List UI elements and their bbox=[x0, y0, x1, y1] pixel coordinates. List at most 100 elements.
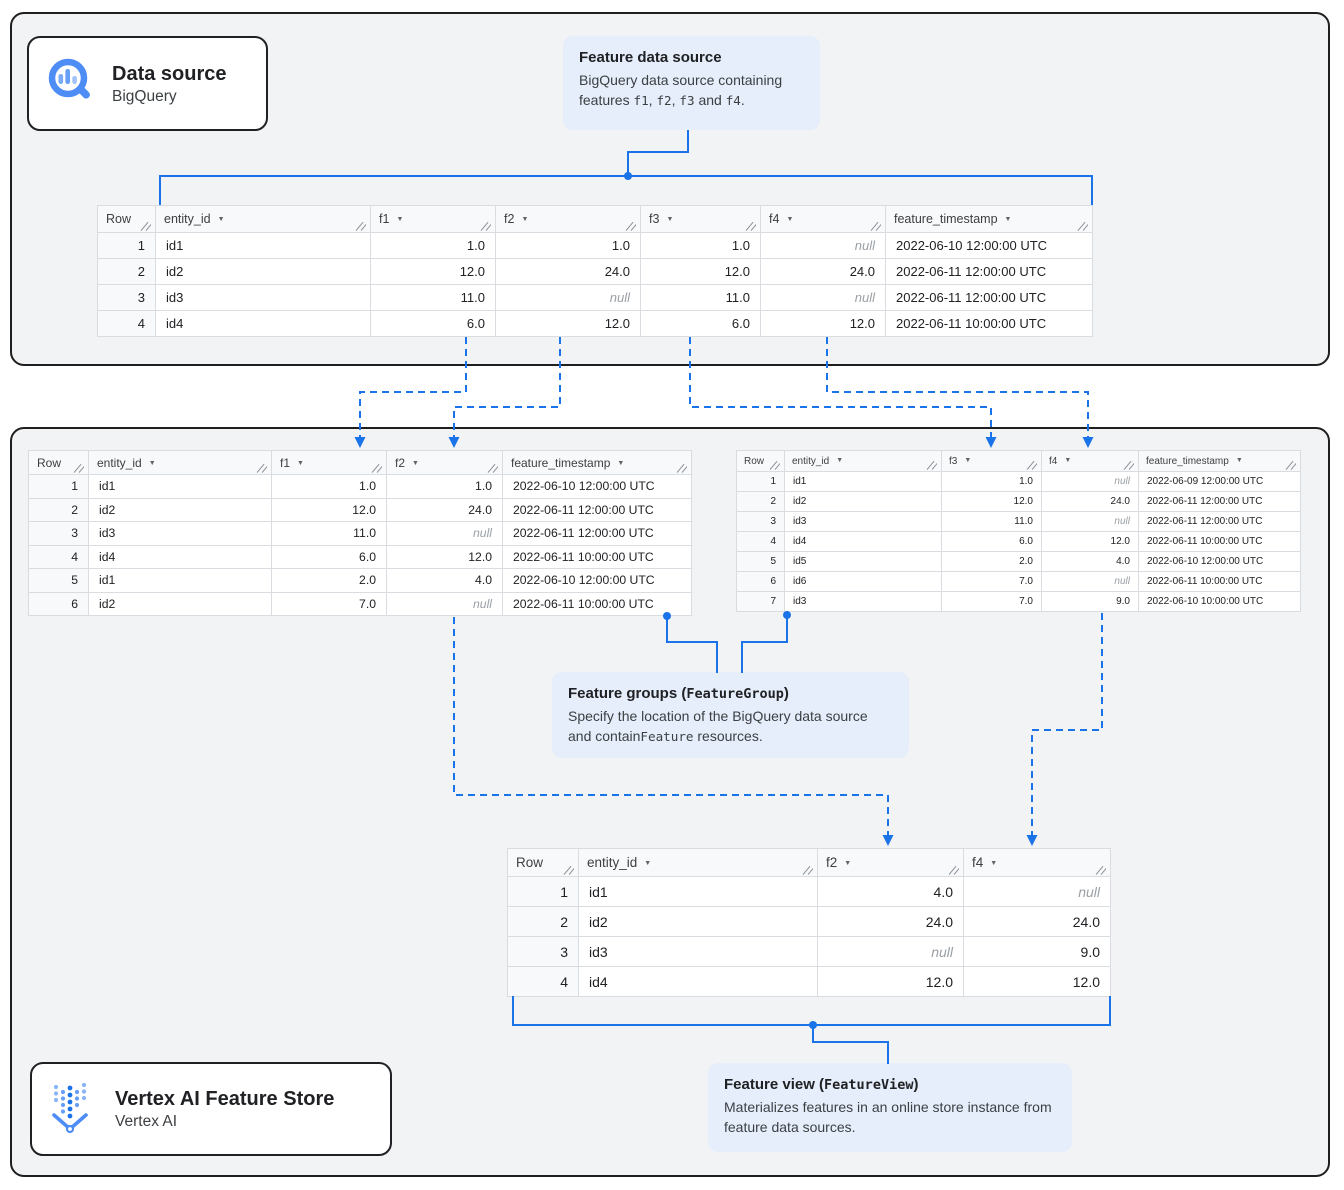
cell: 24.0 bbox=[495, 258, 641, 285]
resize-handle-icon bbox=[1026, 460, 1037, 470]
cell: 1 bbox=[28, 474, 89, 499]
cell: null bbox=[1041, 471, 1139, 492]
cell: id1 bbox=[155, 232, 371, 259]
cell: id4 bbox=[88, 544, 272, 569]
cell: id2 bbox=[784, 491, 942, 512]
cell: 2.0 bbox=[271, 568, 387, 593]
cell: id3 bbox=[784, 511, 942, 532]
cell: id2 bbox=[155, 258, 371, 285]
cell: id5 bbox=[784, 551, 942, 572]
cell: null bbox=[760, 284, 886, 311]
column-header-f1: f1▼ bbox=[370, 205, 496, 233]
cell: 2022-06-11 10:00:00 UTC bbox=[885, 310, 1093, 337]
bigquery-icon bbox=[45, 55, 97, 112]
cell: 4 bbox=[736, 531, 785, 552]
cell: 2022-06-10 12:00:00 UTC bbox=[502, 568, 692, 593]
resize-handle-icon bbox=[1095, 865, 1106, 875]
column-header-Row: Row bbox=[28, 450, 89, 475]
cell: 6.0 bbox=[941, 531, 1042, 552]
cell: 4.0 bbox=[1041, 551, 1139, 572]
callout-body: Specify the location of the BigQuery dat… bbox=[568, 708, 868, 744]
cell: 2 bbox=[736, 491, 785, 512]
callout-title: Feature data source bbox=[579, 49, 722, 66]
cell: id2 bbox=[88, 591, 272, 616]
cell: id1 bbox=[88, 474, 272, 499]
cell: 2022-06-11 10:00:00 UTC bbox=[502, 544, 692, 569]
cell: 24.0 bbox=[963, 906, 1111, 937]
column-header-f4: f4▼ bbox=[760, 205, 886, 233]
cell: 2022-06-10 10:00:00 UTC bbox=[1138, 591, 1301, 612]
sort-dropdown-icon: ▼ bbox=[964, 456, 972, 464]
callout-body: BigQuery data source containing features… bbox=[579, 72, 783, 108]
cell: 1.0 bbox=[271, 474, 387, 499]
cell: 2022-06-09 12:00:00 UTC bbox=[1138, 471, 1301, 492]
sort-dropdown-icon: ▼ bbox=[990, 860, 998, 867]
cell: 12.0 bbox=[386, 544, 503, 569]
resize-handle-icon bbox=[625, 221, 636, 231]
column-header-f2: f2▼ bbox=[386, 450, 503, 475]
cell: 24.0 bbox=[386, 497, 503, 522]
sort-dropdown-icon: ▼ bbox=[217, 216, 225, 223]
column-header-f2: f2▼ bbox=[817, 848, 964, 877]
cell: 1.0 bbox=[640, 232, 761, 259]
cell: 11.0 bbox=[640, 284, 761, 311]
cell: null bbox=[1041, 511, 1139, 532]
column-header-feature_timestamp: feature_timestamp▼ bbox=[1138, 450, 1301, 472]
resize-handle-icon bbox=[140, 221, 151, 231]
cell: 12.0 bbox=[963, 966, 1111, 997]
vertex-ai-icon bbox=[48, 1079, 100, 1140]
cell: 2.0 bbox=[941, 551, 1042, 572]
column-header-f4: f4▼ bbox=[963, 848, 1111, 877]
sort-dropdown-icon: ▼ bbox=[412, 459, 419, 467]
cell: 1 bbox=[736, 471, 785, 492]
vertex-ai-card: Vertex AI Feature Store Vertex AI bbox=[30, 1062, 392, 1156]
cell: 4 bbox=[28, 544, 89, 569]
resize-handle-icon bbox=[948, 865, 959, 875]
cell: id3 bbox=[578, 936, 818, 967]
resize-handle-icon bbox=[926, 460, 937, 470]
cell: 2 bbox=[28, 497, 89, 522]
resize-handle-icon bbox=[1123, 460, 1134, 470]
cell: 6 bbox=[736, 571, 785, 592]
cell: 12.0 bbox=[760, 310, 886, 337]
column-header-entity_id: entity_id▼ bbox=[155, 205, 371, 233]
cell: 12.0 bbox=[941, 491, 1042, 512]
cell: 24.0 bbox=[1041, 491, 1139, 512]
sort-dropdown-icon: ▼ bbox=[1235, 456, 1243, 464]
cell: id4 bbox=[578, 966, 818, 997]
cell: id3 bbox=[88, 521, 272, 546]
cell: 4 bbox=[507, 966, 579, 997]
cell: 24.0 bbox=[817, 906, 964, 937]
column-header-entity_id: entity_id▼ bbox=[578, 848, 818, 877]
resize-handle-icon bbox=[355, 221, 366, 231]
feature-data-source-callout: Feature data source BigQuery data source… bbox=[563, 36, 820, 130]
cell: 1.0 bbox=[495, 232, 641, 259]
data-source-subtitle: BigQuery bbox=[112, 87, 177, 105]
cell: 2022-06-10 12:00:00 UTC bbox=[1138, 551, 1301, 572]
sort-dropdown-icon: ▼ bbox=[844, 860, 852, 867]
cell: 12.0 bbox=[495, 310, 641, 337]
column-header-entity_id: entity_id▼ bbox=[88, 450, 272, 475]
cell: id2 bbox=[578, 906, 818, 937]
cell: 4.0 bbox=[817, 876, 964, 907]
cell: 12.0 bbox=[1041, 531, 1139, 552]
cell: 9.0 bbox=[1041, 591, 1139, 612]
feature-groups-callout: Feature groups (FeatureGroup) Specify th… bbox=[552, 672, 909, 758]
column-header-f2: f2▼ bbox=[495, 205, 641, 233]
cell: 3 bbox=[28, 521, 89, 546]
cell: 1 bbox=[507, 876, 579, 907]
cell: 7.0 bbox=[941, 591, 1042, 612]
column-header-Row: Row bbox=[507, 848, 579, 877]
cell: 12.0 bbox=[640, 258, 761, 285]
cell: 7.0 bbox=[271, 591, 387, 616]
column-header-f1: f1▼ bbox=[271, 450, 387, 475]
